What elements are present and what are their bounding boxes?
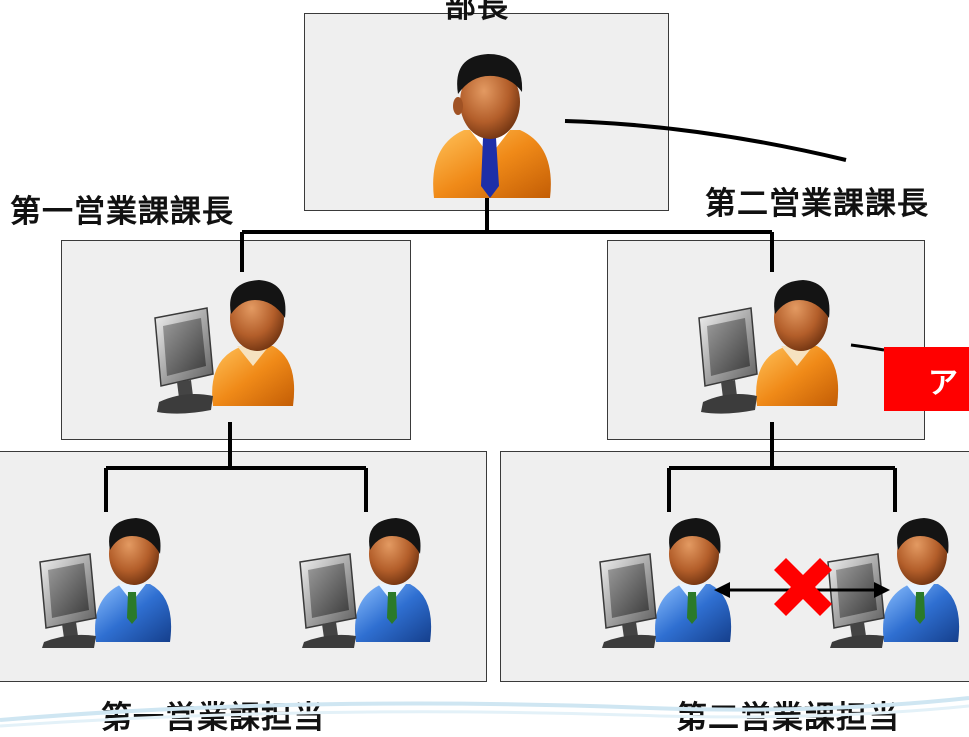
staff-right-box [500, 451, 969, 682]
staff-at-computer-icon [299, 518, 432, 648]
manager-left-box [61, 240, 411, 440]
callout-box: ア [884, 347, 969, 411]
decorative-swoosh [0, 696, 969, 728]
executive-icon [433, 54, 551, 198]
manager-right-label: 第二営業課課長 [705, 186, 929, 222]
manager-left-label: 第一営業課課長 [10, 194, 234, 230]
executive-label: 部長 [445, 0, 509, 25]
manager-at-computer-icon [154, 280, 295, 414]
manager-right-box [607, 240, 925, 440]
manager-at-computer-icon [698, 280, 839, 414]
staff-at-computer-icon [39, 518, 172, 648]
staff-at-computer-icon [599, 518, 732, 648]
